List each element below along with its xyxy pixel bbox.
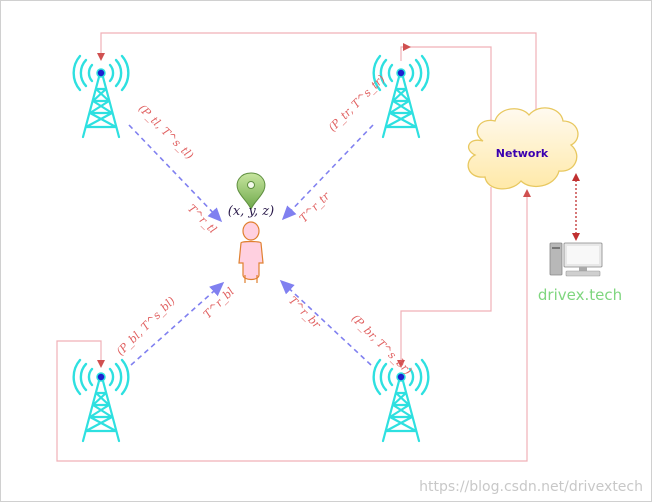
brand-label: drivex.tech	[538, 286, 622, 304]
person-icon	[238, 221, 264, 283]
connector-top-left-network	[100, 32, 537, 127]
label-bottom-left-pair: (P_bl, T^s_bl)	[114, 294, 178, 358]
connector-top-right-network	[400, 46, 492, 127]
connector-bottom-left-network	[56, 191, 528, 462]
watermark: https://blog.csdn.net/drivextech	[419, 479, 643, 495]
label-bottom-left-rx: T^r_bl	[201, 285, 237, 321]
label-bottom-right-pair: (P_br, T^s_br)	[349, 312, 414, 377]
map-pin-icon	[236, 172, 266, 211]
signal-top-right	[281, 124, 374, 221]
signal-bottom-right	[279, 279, 372, 366]
network-cloud: Network	[467, 107, 579, 190]
arrowhead-bottom-left-tower	[97, 360, 105, 368]
label-top-right-rx: T^r_tr	[297, 189, 333, 225]
user-position-label: (x, y, z)	[228, 204, 274, 219]
signal-bottom-left	[130, 281, 225, 366]
cell-tower-icon	[372, 358, 430, 443]
signal-arrows	[128, 124, 374, 366]
label-top-left-pair: (P_tl, T^s_tl)	[136, 102, 196, 162]
label-top-left-rx: T^r_tl	[185, 202, 219, 236]
cell-tower-icon	[72, 54, 130, 139]
arrowhead-top-right-tower	[403, 43, 411, 51]
arrowhead-bottom-right-tower	[397, 360, 405, 368]
arrowhead-network-bottom	[523, 189, 531, 197]
connector-lines	[56, 32, 537, 462]
cloud-icon	[467, 107, 579, 190]
cell-tower-icon	[72, 358, 130, 443]
arrowhead-top-left-tower	[97, 53, 105, 61]
desktop-computer-icon	[549, 242, 603, 277]
signal-top-left	[128, 124, 223, 223]
network-label: Network	[496, 147, 549, 160]
cell-tower-icon	[372, 54, 430, 139]
label-bottom-right-rx: T^r_br	[286, 294, 324, 332]
connector-network-bottom-right	[400, 187, 492, 366]
label-top-right-pair: (P_tr, T^s_tr)	[326, 72, 388, 134]
